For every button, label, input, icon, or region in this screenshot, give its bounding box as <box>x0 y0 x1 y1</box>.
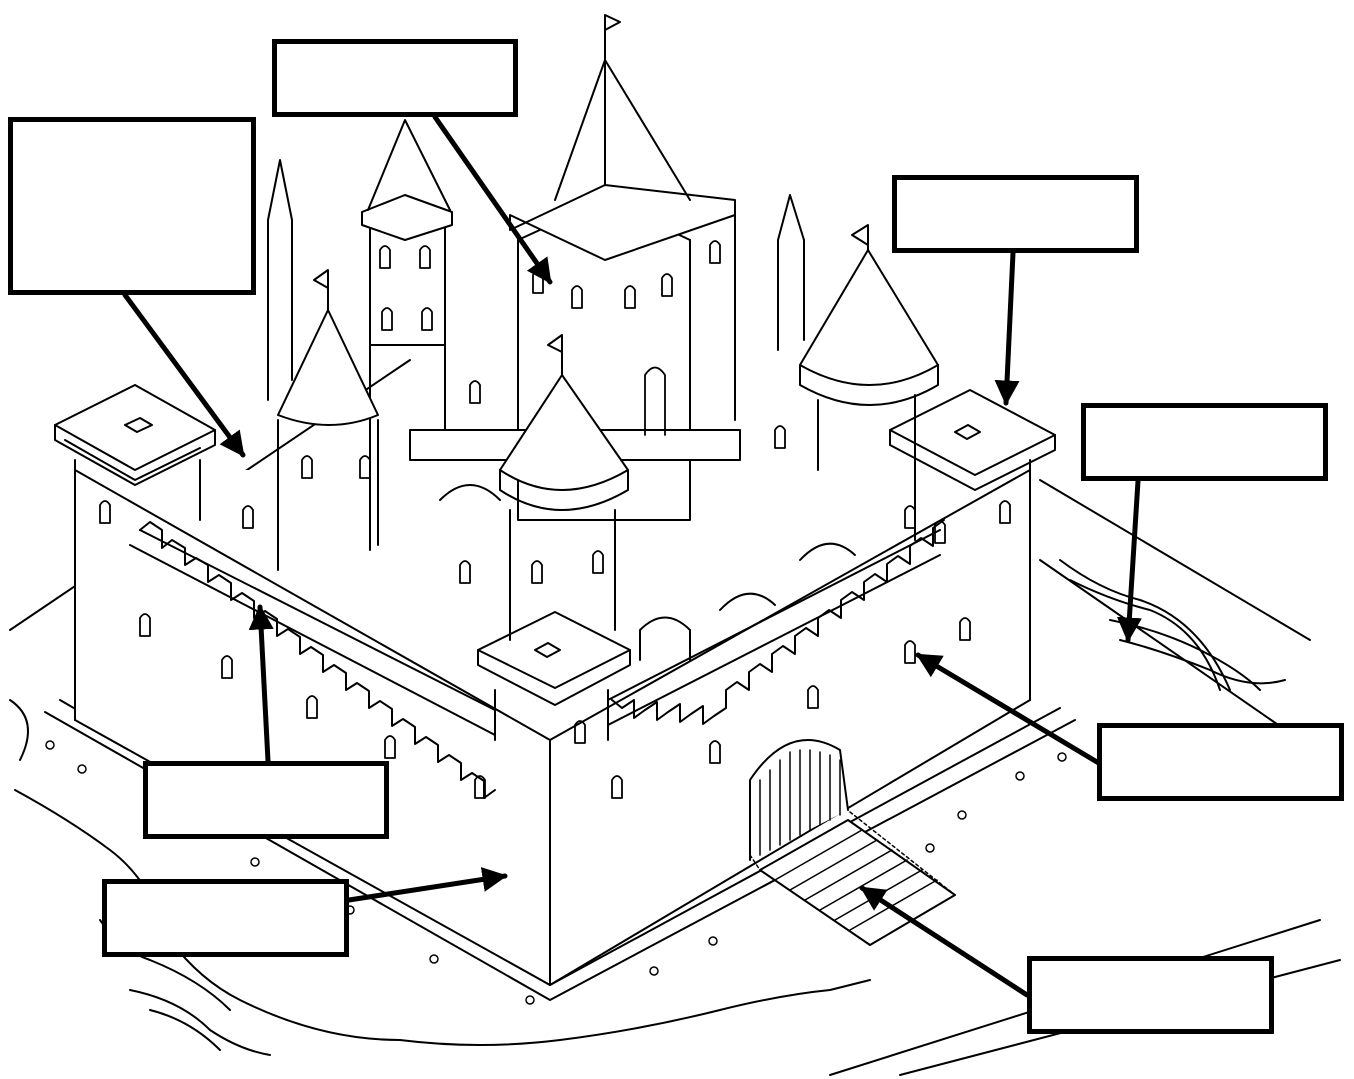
label-box-battlements[interactable] <box>143 761 389 839</box>
arrow-drawbridge <box>862 888 1027 995</box>
label-box-back-wall-window[interactable] <box>8 117 256 295</box>
arrow-corner-tower <box>1006 253 1013 403</box>
label-box-arrow-slit[interactable] <box>1097 723 1344 801</box>
label-box-tall-window-keep[interactable] <box>272 39 518 117</box>
label-box-curtain-wall[interactable] <box>102 879 349 957</box>
label-box-moat-water[interactable] <box>1081 403 1328 481</box>
arrow-keep-window <box>435 117 550 282</box>
label-box-corner-tower-top[interactable] <box>892 175 1139 253</box>
arrow-moat <box>1128 481 1138 640</box>
label-box-drawbridge[interactable] <box>1027 956 1274 1034</box>
